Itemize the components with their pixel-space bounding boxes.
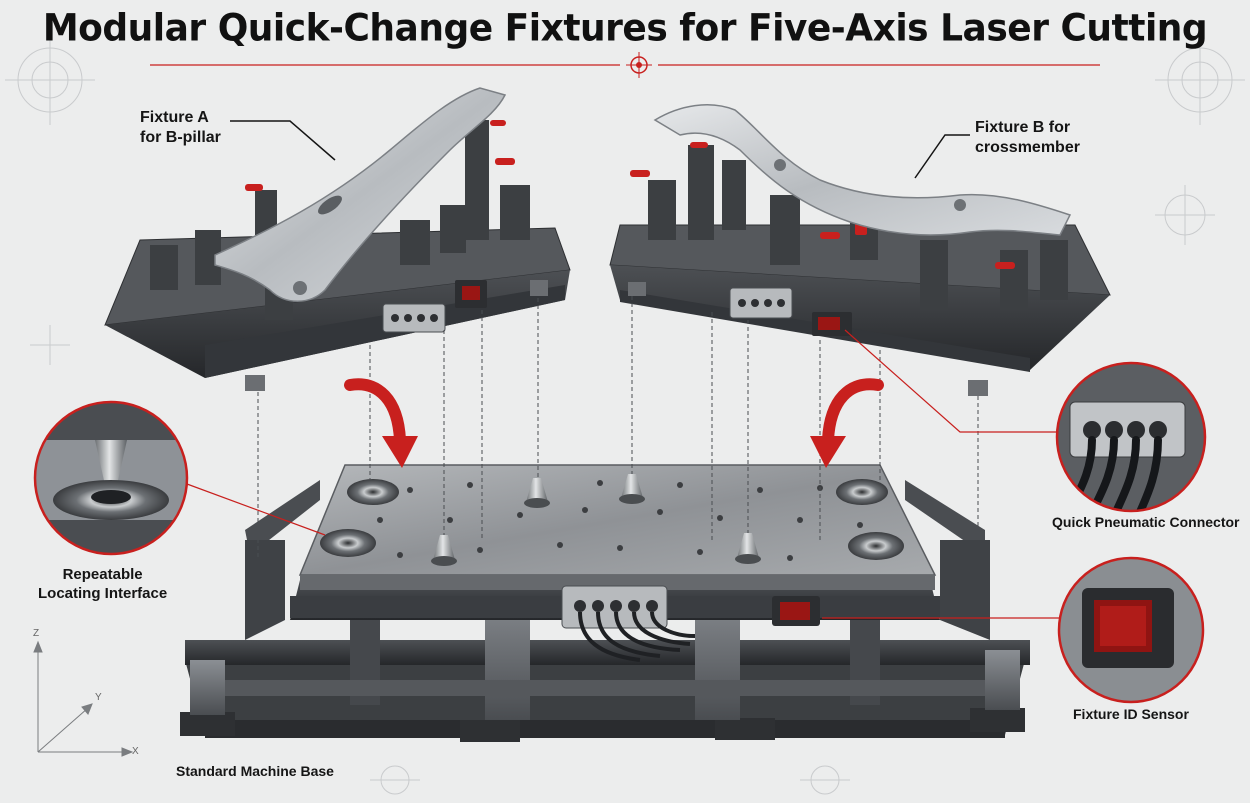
fixture-a	[104, 87, 571, 391]
locating-bushing	[347, 479, 399, 505]
fixture-b	[609, 104, 1111, 396]
locating-bushing	[320, 529, 376, 557]
label-fixture-id: Fixture ID Sensor	[1073, 706, 1189, 722]
locating-pins	[431, 474, 761, 566]
callout-repeatable-locating	[33, 400, 326, 556]
callout-fixture-id	[822, 556, 1205, 704]
axis-z-label: Z	[33, 628, 40, 639]
locating-bushing	[848, 532, 904, 560]
locating-bushing	[836, 479, 888, 505]
base-plate	[298, 464, 937, 590]
base-pneumatic-connector	[561, 585, 696, 662]
label-fixture-b-line2: crossmember	[975, 139, 1080, 156]
label-fixture-a: Fixture A for B-pillar	[140, 108, 221, 148]
title-divider	[150, 52, 1100, 78]
crossmember-part	[653, 104, 1072, 236]
axis-y-label: Y	[95, 692, 102, 703]
leader-fixture-a	[230, 120, 336, 161]
label-fixture-a-line2: for B-pillar	[140, 129, 221, 146]
label-fixture-a-line1: Fixture A	[140, 109, 209, 126]
label-repeatable-locating: Repeatable Locating Interface	[38, 566, 167, 604]
label-quick-pneumatic: Quick Pneumatic Connector	[1052, 514, 1240, 530]
label-repeatable-line1: Repeatable	[62, 566, 143, 583]
base-id-sensor	[772, 596, 820, 626]
label-fixture-b-line1: Fixture B for	[975, 119, 1071, 136]
page-title: Modular Quick-Change Fixtures for Five-A…	[42, 6, 1208, 51]
drop-arrow-left	[344, 378, 418, 468]
b-pillar-part	[214, 87, 507, 302]
axis-triad	[33, 640, 134, 757]
drop-arrow-right	[810, 378, 884, 468]
axis-x-label: X	[132, 746, 139, 757]
background-decor	[5, 35, 1245, 795]
leader-fixture-b	[914, 134, 970, 179]
label-repeatable-line2: Locating Interface	[38, 584, 168, 602]
label-fixture-b: Fixture B for crossmember	[975, 118, 1080, 158]
label-machine-base: Standard Machine Base	[176, 763, 334, 779]
